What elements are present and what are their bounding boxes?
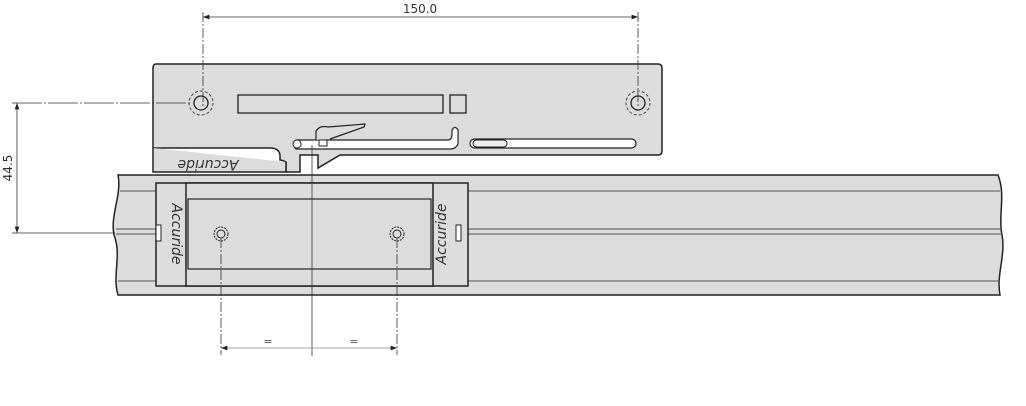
width-dimension-label: 150.0 [403,2,437,16]
equal-spacing-left-label: = [263,335,272,348]
plate-hole-left [188,90,214,116]
height-dimension: 44.5 [1,102,190,234]
brand-logo-plate: Accuride [178,156,240,172]
hole-spacing-dimension: = = [220,238,398,355]
height-dimension-label: 44.5 [1,155,15,182]
width-dimension: 150.0 [202,2,639,108]
bracket-plate: Accuride [152,63,663,173]
equal-spacing-right-label: = [349,335,358,348]
brand-logo-left: Accuride [168,203,184,265]
brand-logo-right: Accuride [434,204,450,266]
plate-hole-right [625,90,651,116]
